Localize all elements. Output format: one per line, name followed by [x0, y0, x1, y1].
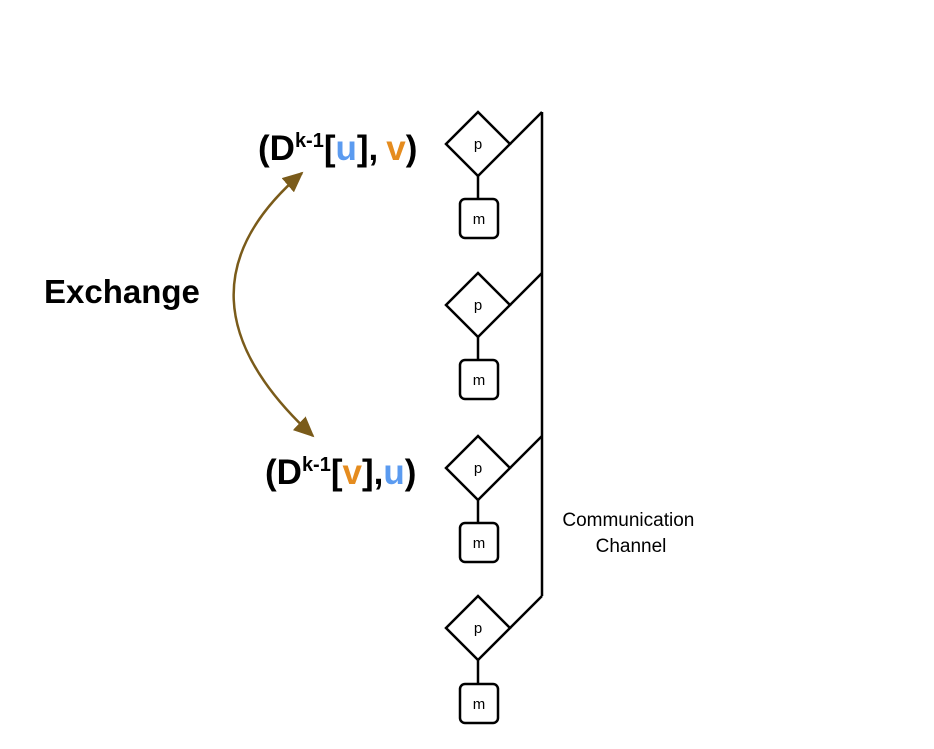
memory-box — [458, 197, 500, 240]
memory-label: m — [473, 535, 486, 552]
channel-label-line2: Channel — [596, 536, 667, 557]
top-pair-inner-u: u — [336, 129, 357, 168]
memory-box — [458, 358, 500, 401]
processor-channel-link — [509, 435, 543, 469]
bottom-pair-close: ) — [405, 453, 417, 492]
node-4: p m — [444, 594, 543, 725]
top-pair-open: (D — [258, 129, 295, 168]
processor-label: p — [474, 620, 482, 637]
channel-label: Communication Channel — [562, 510, 699, 557]
top-pair-second-v: v — [386, 129, 406, 168]
node-2: p m — [444, 271, 543, 401]
processor-channel-link — [509, 595, 543, 629]
memory-box — [458, 682, 500, 725]
top-pair-lbracket: [ — [324, 129, 336, 168]
bottom-pair-lbracket: [ — [331, 453, 343, 492]
node-3: p m — [444, 434, 543, 564]
processor-channel-link — [509, 272, 543, 306]
exchange-arrow — [232, 171, 315, 438]
exchange-label: Exchange — [44, 273, 200, 310]
bottom-pair-second-u: u — [383, 453, 404, 492]
channel-label-line1: Communication — [562, 510, 694, 531]
processor-label: p — [474, 460, 482, 477]
memory-box — [458, 521, 500, 564]
bottom-pair-superscript: k-1 — [302, 454, 331, 476]
memory-label: m — [473, 372, 486, 389]
processor-channel-link — [509, 111, 543, 145]
processor-label: p — [474, 297, 482, 314]
top-pair-label: (Dk-1[u],v) — [258, 129, 417, 168]
bottom-pair-label: (Dk-1[v],u) — [265, 453, 416, 492]
memory-label: m — [473, 211, 486, 228]
top-pair-close: ) — [406, 129, 418, 168]
node-1: p m — [444, 110, 543, 240]
bottom-pair-open: (D — [265, 453, 302, 492]
processor-label: p — [474, 136, 482, 153]
bottom-pair-rbracket: ], — [362, 453, 383, 492]
top-pair-superscript: k-1 — [295, 130, 324, 152]
memory-label: m — [473, 696, 486, 713]
bottom-pair-inner-v: v — [343, 453, 363, 492]
top-pair-rbracket: ], — [357, 129, 378, 168]
